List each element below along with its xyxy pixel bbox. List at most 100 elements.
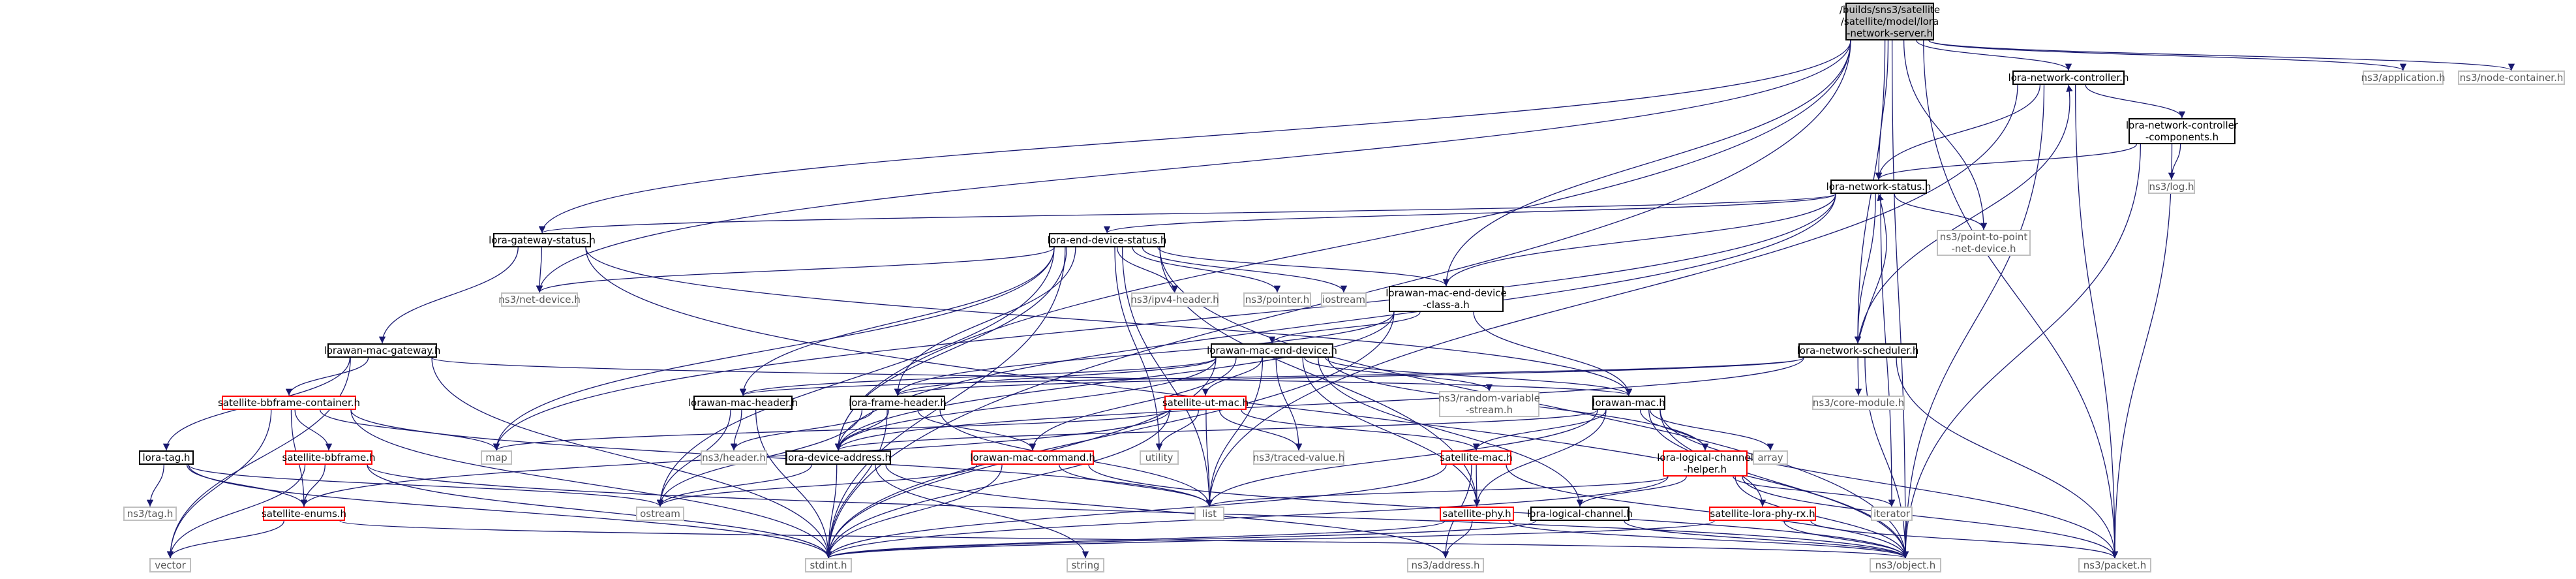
- include-edge-lora-logical-channel-helper-to-stdint: [825, 476, 1669, 559]
- node-iostream[interactable]: iostream: [1321, 292, 1367, 307]
- include-edge-lorawan-mac-end-device-to-lora-logical-channel: [1318, 357, 1584, 507]
- include-edge-satellite-mac-to-satellite-phy: [1473, 464, 1481, 507]
- node-ns3-tag[interactable]: ns3/tag.h: [123, 507, 177, 521]
- node-ns3-pointer[interactable]: ns3/pointer.h: [1243, 292, 1311, 307]
- include-edge-lora-logical-channel-to-stdint: [825, 520, 1536, 559]
- node-lora-network-scheduler[interactable]: lora-network-scheduler.h: [1796, 343, 1919, 358]
- node-ns3-point-to-point-net-device[interactable]: ns3/point-to-point -net-device.h: [1937, 230, 2031, 256]
- include-edge-lora-network-scheduler-to-lora-device-address: [835, 357, 1804, 451]
- node-satellite-ut-mac[interactable]: satellite-ut-mac.h: [1162, 396, 1249, 410]
- node-satellite-phy[interactable]: satellite-phy.h: [1440, 507, 1514, 521]
- node-lorawan-mac-header[interactable]: lorawan-mac-header.h: [688, 396, 798, 410]
- include-edge-lora-end-device-status-to-ostream: [656, 247, 1055, 507]
- node-lorawan-mac-command[interactable]: lorawan-mac-command.h: [970, 450, 1095, 465]
- include-edge-lora-device-address-to-ostream: [656, 464, 812, 507]
- include-edge-lora-tag-to-ostream: [188, 464, 663, 507]
- include-edge-satellite-bbframe-container-to-map: [320, 409, 500, 451]
- include-edge-lora-network-controller-components-to-ns3-packet: [2111, 144, 2173, 559]
- node-ns3-ipv4-header[interactable]: ns3/ipv4-header.h: [1130, 292, 1219, 307]
- include-edge-lorawan-mac-to-lora-device-address: [835, 409, 1598, 451]
- include-edge-lora-frame-header-to-ns3-header: [730, 409, 873, 451]
- node-satellite-bbframe-container[interactable]: satellite-bbframe-container.h: [217, 396, 361, 410]
- node-map[interactable]: map: [481, 450, 512, 465]
- node-vector[interactable]: vector: [149, 558, 191, 572]
- node-lora-tag[interactable]: lora-tag.h: [139, 450, 194, 465]
- node-ns3-address[interactable]: ns3/address.h: [1407, 558, 1484, 572]
- node-array[interactable]: array: [1753, 450, 1788, 465]
- include-edge-lora-network-controller-components-to-ns3-log: [2168, 144, 2181, 180]
- include-edge-lorawan-mac-to-ns3-packet: [1659, 409, 2119, 559]
- include-edge-satellite-lora-phy-rx-to-stdint: [825, 520, 1715, 559]
- include-edge-lora-network-scheduler-to-ns3-object: [1864, 357, 1909, 559]
- include-edge-lora-network-status-to-lora-end-device-status: [1104, 193, 1836, 234]
- node-ns3-object[interactable]: ns3/object.h: [1870, 558, 1941, 572]
- include-edge-lorawan-mac-end-device-to-lorawan-mac-header: [740, 357, 1217, 396]
- node-ns3-log[interactable]: ns3/log.h: [2148, 180, 2195, 194]
- node-lora-gateway-status[interactable]: lora-gateway-status.h: [489, 233, 596, 247]
- include-edge-satellite-ut-mac-to-map: [493, 409, 1170, 451]
- node-lora-end-device-status[interactable]: lora-end-device-status.h: [1047, 233, 1167, 247]
- node-utility[interactable]: utility: [1140, 450, 1179, 465]
- node-lorawan-mac-end-device[interactable]: lorawan-mac-end-device.h: [1207, 343, 1337, 358]
- node-list[interactable]: list: [1194, 507, 1224, 521]
- include-edge-lora-network-controller-to-lora-network-status: [1875, 84, 2040, 180]
- include-edge-satellite-ut-mac-to-utility: [1155, 409, 1199, 451]
- include-edge-lora-device-address-to-stdint: [825, 464, 838, 559]
- include-edge-lora-end-device-status-to-utility: [1114, 247, 1163, 451]
- include-edge-lora-end-device-status-to-list: [1121, 247, 1213, 507]
- include-edge-lora-end-device-status-to-stdint: [825, 247, 1066, 559]
- node-satellite-enums[interactable]: satellite-enums.h: [261, 507, 347, 521]
- include-edge-root-to-lora-gateway-status: [538, 40, 1851, 234]
- include-edge-root-to-ns3-application: [1928, 40, 2406, 71]
- include-edge-satellite-ut-mac-to-ns3-traced-value: [1219, 409, 1303, 451]
- include-edge-lora-network-controller-to-list: [1205, 84, 2018, 507]
- node-lorawan-mac-gateway[interactable]: lorawan-mac-gateway.h: [324, 343, 441, 358]
- node-ns3-core-module[interactable]: ns3/core-module.h: [1812, 396, 1905, 410]
- root-file-node: /builds/sns3/satellite /satellite/model/…: [1839, 3, 1941, 40]
- node-ns3-application[interactable]: ns3/application.h: [2361, 70, 2446, 85]
- include-edge-lora-network-controller-components-to-lora-network-status: [1875, 144, 2137, 180]
- include-edge-lora-end-device-status-to-iostream: [1142, 247, 1348, 293]
- include-edge-root-to-lora-network-controller: [1916, 40, 2072, 71]
- node-stdint[interactable]: stdint.h: [805, 558, 852, 572]
- include-edge-lorawan-mac-to-array: [1649, 409, 1774, 451]
- include-edge-lora-device-address-to-ns3-address: [885, 464, 1449, 559]
- include-edge-lorawan-mac-header-to-ostream: [656, 409, 731, 507]
- include-edge-lora-network-scheduler-to-lora-frame-header: [894, 357, 1804, 396]
- node-lorawan-mac-end-device-class-a[interactable]: lorawan-mac-end-device -class-a.h: [1386, 286, 1507, 312]
- node-satellite-mac[interactable]: satellite-mac.h: [1440, 450, 1513, 465]
- node-lorawan-mac[interactable]: lorawan-mac.h: [1592, 396, 1665, 410]
- node-ns3-node-container[interactable]: ns3/node-container.h: [2458, 70, 2565, 85]
- node-ostream[interactable]: ostream: [636, 507, 684, 521]
- node-ns3-packet[interactable]: ns3/packet.h: [2078, 558, 2151, 572]
- node-ns3-net-device[interactable]: ns3/net-device.h: [498, 292, 581, 307]
- node-lora-frame-header[interactable]: lora-frame-header.h: [849, 396, 947, 410]
- include-edge-satellite-phy-to-stdint: [825, 520, 1446, 559]
- include-edge-lorawan-mac-end-device-to-lora-device-address: [834, 357, 1217, 451]
- node-lora-network-controller-components[interactable]: lora-network-controller -components.h: [2126, 118, 2239, 144]
- node-ns3-random-variable-stream[interactable]: ns3/random-variable -stream.h: [1438, 391, 1540, 417]
- node-lora-logical-channel-helper[interactable]: lora-logical-channel -helper.h: [1657, 450, 1753, 477]
- node-ns3-header[interactable]: ns3/header.h: [701, 450, 767, 465]
- include-edge-lora-network-status-to-map: [492, 193, 1836, 451]
- node-iterator[interactable]: iterator: [1871, 507, 1913, 521]
- node-satellite-lora-phy-rx[interactable]: satellite-lora-phy-rx.h: [1709, 507, 1816, 521]
- include-edge-lora-end-device-status-to-lorawan-mac-header: [739, 247, 1055, 396]
- node-string[interactable]: string: [1067, 558, 1104, 572]
- node-satellite-bbframe[interactable]: satellite-bbframe.h: [282, 450, 376, 465]
- node-lora-device-address[interactable]: lora-device-address.h: [785, 450, 892, 465]
- include-edge-lora-network-status-to-lorawan-mac-end-device-class-a: [1442, 193, 1836, 287]
- include-edge-lora-network-status-to-lora-gateway-status: [539, 193, 1836, 234]
- include-edge-root-to-lorawan-mac-end-device-class-a: [1442, 40, 1851, 287]
- include-edge-satellite-bbframe-container-to-stdint: [350, 409, 832, 559]
- include-edge-lora-gateway-status-to-lorawan-mac: [585, 247, 1633, 396]
- node-lora-logical-channel[interactable]: lora-logical-channel.h: [1527, 507, 1633, 521]
- node-ns3-traced-value[interactable]: ns3/traced-value.h: [1252, 450, 1345, 465]
- node-lora-network-status[interactable]: lora-network-status.h: [1826, 180, 1932, 194]
- include-edge-lora-logical-channel-helper-to-list: [1206, 476, 1669, 507]
- include-edge-satellite-phy-to-ns3-address: [1442, 520, 1473, 559]
- node-lora-network-controller[interactable]: lora-network-controller.h: [2008, 70, 2129, 85]
- include-edge-lorawan-mac-end-device-class-a-to-lora-frame-header: [894, 311, 1395, 396]
- include-edge-lora-network-controller-to-ns3-packet: [2075, 84, 2119, 559]
- include-edge-root-to-ns3-object: [1891, 40, 1909, 559]
